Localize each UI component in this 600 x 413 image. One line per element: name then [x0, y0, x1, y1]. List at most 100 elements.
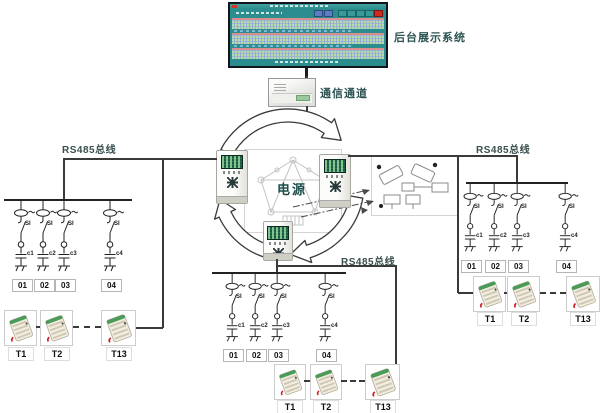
wire-left-t13 — [134, 327, 163, 329]
monitor-menu-text — [236, 12, 282, 14]
capacitor-label: c3 — [523, 233, 530, 239]
outlet-box: 02 — [246, 349, 267, 362]
capacitor-label: c2 — [261, 323, 268, 329]
comm-device — [268, 78, 316, 107]
switch-label: SI — [498, 204, 504, 210]
feeder-symbol — [102, 200, 124, 278]
t-module-label: T2 — [511, 312, 537, 326]
t-link — [36, 326, 40, 328]
wire-comm-ring — [306, 106, 308, 114]
monitor-button — [347, 10, 356, 17]
meter-emblem — [226, 177, 238, 188]
meter-base — [217, 196, 247, 203]
t-link-dashed — [73, 326, 101, 328]
meter-base — [320, 200, 350, 207]
wire-rs485-left — [63, 158, 217, 160]
monitor-band-header — [232, 33, 384, 35]
outlet-box: 04 — [556, 260, 577, 273]
feeder-symbol — [224, 274, 246, 348]
switch-label: SI — [281, 294, 287, 300]
wire-right-drop — [516, 156, 518, 183]
capacitor-label: c1 — [476, 233, 483, 239]
power-meter-left — [216, 150, 248, 204]
meter-base — [264, 253, 292, 260]
meter-lcd — [267, 226, 289, 240]
backend-system-label: 后台展示系统 — [394, 32, 466, 44]
feeder-symbol — [56, 200, 78, 278]
outlet-box: 03 — [508, 260, 529, 273]
monitor-button — [338, 10, 347, 17]
outlet-box: 02 — [485, 260, 506, 273]
outlet-box: 04 — [101, 279, 122, 292]
t-module — [101, 310, 136, 346]
t-module — [310, 364, 342, 400]
rs485-bus-label-bottom: RS485总线 — [341, 257, 396, 268]
t-module — [274, 364, 306, 400]
comm-port-block — [296, 95, 310, 101]
monitor-row-text — [234, 45, 354, 47]
busbar-bottom — [212, 272, 346, 274]
busbar-right — [466, 182, 568, 184]
t-module-label: T1 — [477, 312, 503, 326]
feeder-symbol — [509, 184, 531, 258]
monitor-stand — [305, 67, 308, 78]
outlet-box: 04 — [316, 349, 337, 362]
capacitor-label: c1 — [27, 251, 34, 257]
monitor-cell-grid — [232, 35, 384, 44]
outlet-box: 02 — [34, 279, 55, 292]
capacitor-label: c3 — [283, 323, 290, 329]
t-link-dashed — [341, 380, 365, 382]
monitor-panel-block — [314, 10, 323, 17]
wire-rs485-right — [348, 155, 518, 157]
switch-label: SI — [474, 204, 480, 210]
feeder-symbol — [13, 200, 35, 278]
power-meter-bottom — [263, 221, 293, 261]
switch-label: SI — [521, 204, 527, 210]
monitor-band-header — [232, 48, 384, 50]
switch-label: SI — [114, 221, 120, 227]
t-module-label: T2 — [44, 347, 70, 361]
wire-left-drop — [63, 159, 65, 200]
meter-lcd — [221, 155, 243, 169]
monitor — [228, 2, 388, 68]
meter-keys — [269, 242, 287, 245]
switch-label: SI — [329, 294, 335, 300]
comm-channel-label: 通信通道 — [320, 88, 368, 100]
wire-left-branch — [162, 159, 164, 328]
t-module-label: T1 — [277, 400, 303, 413]
rs485-bus-label-left: RS485总线 — [62, 145, 117, 156]
t-module-label: T1 — [8, 347, 34, 361]
t-module-label: T13 — [106, 347, 132, 361]
wire-right-t1 — [458, 292, 474, 294]
monitor-title-text — [270, 5, 330, 7]
monitor-cell-grid — [232, 50, 384, 59]
monitor-button — [356, 10, 365, 17]
capacitor-label: c1 — [238, 323, 245, 329]
switch-label: SI — [25, 221, 31, 227]
switch-label: SI — [236, 294, 242, 300]
feeder-symbol — [269, 274, 291, 348]
cycle-arrow-top — [220, 108, 342, 157]
t-module — [507, 276, 540, 312]
rs485-bus-label-right: RS485总线 — [476, 145, 531, 156]
t-module — [566, 276, 600, 312]
monitor-panel-block — [324, 10, 333, 17]
switch-label: SI — [569, 204, 575, 210]
meter-lcd — [324, 159, 346, 173]
busbar-left — [4, 199, 132, 201]
wire-right-branch — [457, 156, 459, 293]
meter-keys — [326, 175, 344, 178]
feeder-symbol — [486, 184, 508, 258]
capacitor-label: c4 — [116, 251, 123, 257]
t-link — [504, 292, 507, 294]
feeder-symbol — [317, 274, 339, 348]
meter-keys — [223, 171, 241, 174]
capacitor-label: c3 — [70, 251, 77, 257]
monitor-band-header — [232, 18, 384, 20]
t-module — [4, 310, 37, 346]
outlet-box: 01 — [12, 279, 33, 292]
monitor-title-icon — [232, 5, 237, 8]
outlet-box: 01 — [223, 349, 244, 362]
comm-vents — [274, 84, 286, 85]
